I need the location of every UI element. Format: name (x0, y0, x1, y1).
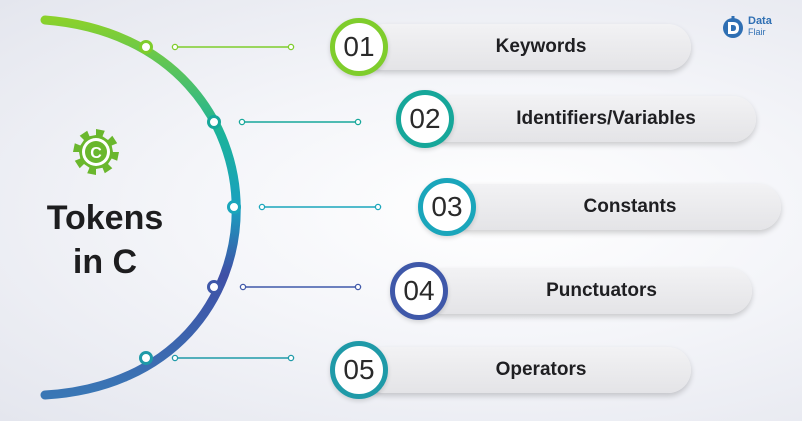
token-number-badge: 03 (418, 178, 476, 236)
connector-end-dot (374, 203, 382, 211)
token-label: Constants (583, 196, 677, 217)
connector-end-dot (258, 203, 266, 211)
gear-letter-bg (85, 141, 107, 163)
token-label: Operators (495, 359, 587, 380)
arc-node (139, 351, 153, 365)
token-bar: Punctuators (421, 268, 752, 314)
arc-node (207, 115, 221, 129)
arc-node (227, 200, 241, 214)
connector-end-dot (171, 354, 179, 362)
token-bar: Identifiers/Variables (426, 96, 756, 142)
token-number-badge: 01 (330, 18, 388, 76)
brand-name: Data (748, 15, 772, 27)
connector-end-dot (354, 118, 362, 126)
connector-end-dot (287, 43, 295, 51)
token-label: Identifiers/Variables (516, 108, 696, 129)
token-number-badge: 05 (330, 341, 388, 399)
token-bar: Constants (449, 184, 781, 230)
title-line-2: in C (72, 243, 138, 281)
token-number-badge: 04 (390, 262, 448, 320)
connector-end-dot (238, 118, 246, 126)
token-bar: Operators (361, 347, 691, 393)
c-gear-icon: C (73, 129, 119, 175)
arc-node (207, 280, 221, 294)
diagram-title: Tokens in C (40, 196, 170, 284)
token-number-badge: 02 (396, 90, 454, 148)
brand-logo: Data Flair (722, 10, 794, 44)
token-label: Punctuators (546, 280, 657, 301)
token-bar: Keywords (361, 24, 691, 70)
arc-node (139, 40, 153, 54)
gear-letter: C (90, 145, 102, 162)
connector-end-dot (354, 283, 362, 291)
connector-end-dot (239, 283, 247, 291)
connector-end-dot (171, 43, 179, 51)
title-line-1: Tokens (46, 199, 164, 237)
brand-logo-icon (723, 16, 743, 38)
brand-subname: Flair (748, 27, 766, 37)
token-label: Keywords (495, 36, 587, 57)
connector-end-dot (287, 354, 295, 362)
